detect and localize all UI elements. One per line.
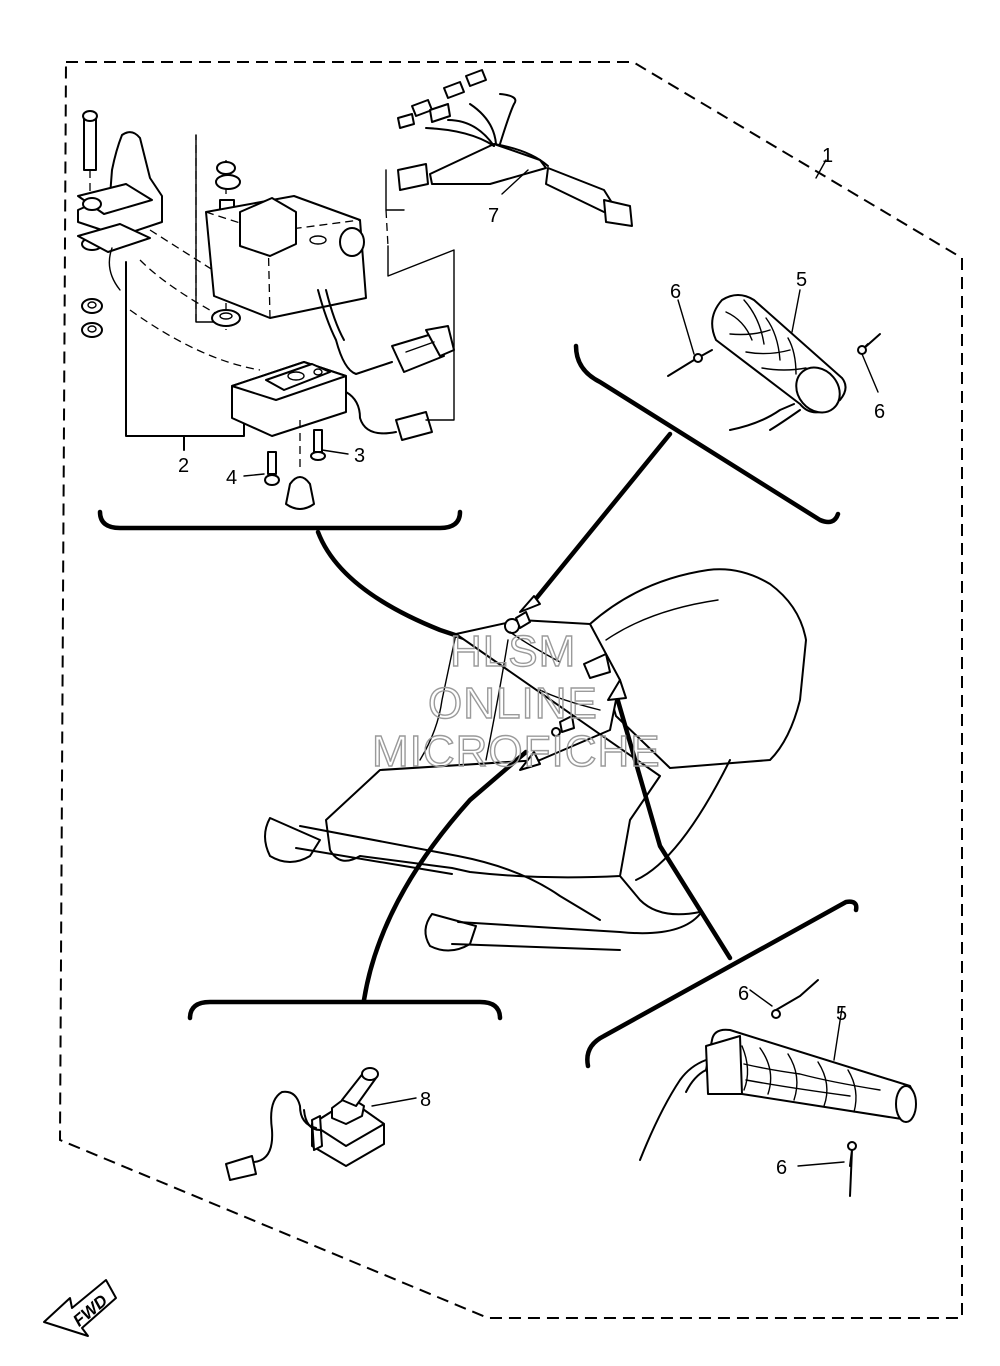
controller-assembly (77, 110, 473, 643)
snowmobile-outline (264, 568, 807, 952)
watermark-line-1: HLSM (450, 627, 576, 676)
callout-1-leader (815, 159, 827, 179)
callout-6-lower-bottom: 6 (776, 1157, 787, 1179)
watermark-line-3: MICROFICHE (372, 727, 661, 776)
grip-assembly-right (519, 289, 881, 613)
callout-2: 2 (178, 455, 189, 477)
heater-switch (187, 749, 541, 1181)
callout-7: 7 (488, 205, 499, 227)
wire-harness (385, 69, 633, 421)
watermark-line-2: ONLINE (428, 679, 598, 728)
forward-arrow-icon: FWD (43, 1279, 117, 1337)
callout-4: 4 (226, 467, 237, 489)
callout-5-upper: 5 (796, 269, 807, 291)
callout-3: 3 (354, 445, 365, 467)
callout-1: 1 (822, 145, 833, 167)
callout-8: 8 (420, 1089, 431, 1111)
kit-boundary (58, 61, 963, 1319)
callout-6-upper-right: 6 (874, 401, 885, 423)
callout-6-upper-left: 6 (670, 281, 681, 303)
callout-6-lower-top: 6 (738, 983, 749, 1005)
grip-assembly-lower (585, 679, 917, 1197)
callout-5-lower: 5 (836, 1003, 847, 1025)
